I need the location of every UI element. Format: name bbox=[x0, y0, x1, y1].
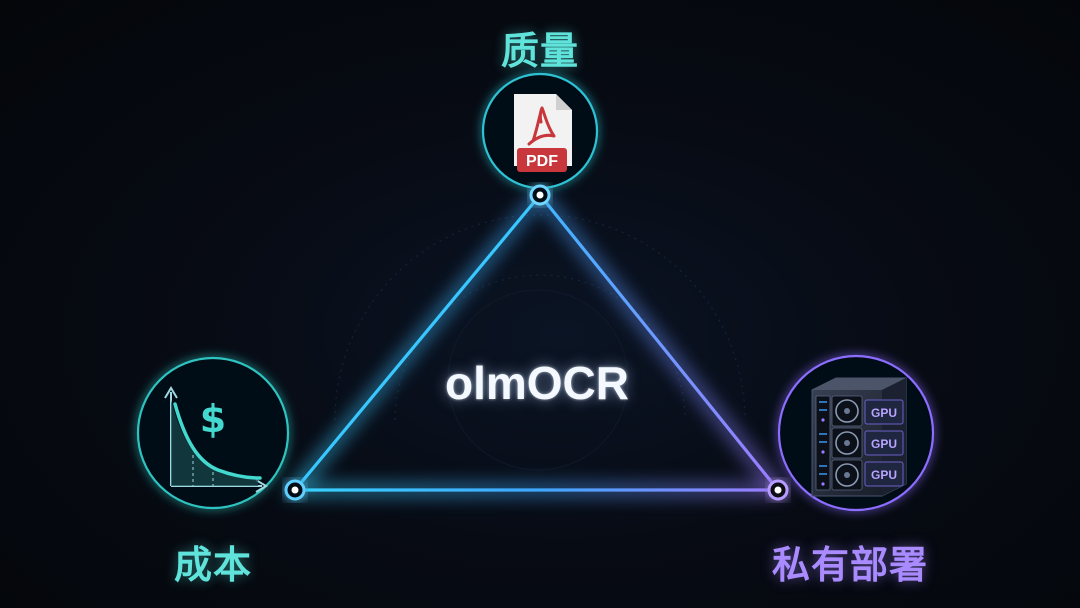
pdf-icon-text: PDF bbox=[526, 153, 558, 170]
gpu-label-2: GPU bbox=[871, 437, 897, 451]
cost-curve-dollar-icon: $ bbox=[164, 386, 268, 493]
vertex-right-dot bbox=[767, 479, 789, 501]
background-arcs bbox=[334, 214, 746, 471]
node-label-quality: 质量 bbox=[500, 29, 580, 73]
node-label-cost: 成本 bbox=[173, 543, 253, 587]
gpu-label-1: GPU bbox=[871, 406, 897, 420]
node-label-private-deployment: 私有部署 bbox=[771, 543, 929, 587]
edge-quality-deploy bbox=[538, 193, 780, 492]
gpu-label-3: GPU bbox=[871, 468, 897, 482]
pdf-file-icon: PDF bbox=[514, 94, 572, 172]
vertex-left-dot bbox=[284, 479, 306, 501]
acrobat-symbol bbox=[527, 106, 556, 146]
triangle-glow bbox=[284, 187, 789, 495]
dollar-sign: $ bbox=[200, 397, 226, 441]
center-title: olmOCR bbox=[445, 357, 629, 409]
gpu-server-icon: GPU GPU GPU bbox=[811, 377, 907, 497]
edge-quality-cost bbox=[293, 193, 542, 492]
vertex-top-dot bbox=[529, 184, 551, 206]
